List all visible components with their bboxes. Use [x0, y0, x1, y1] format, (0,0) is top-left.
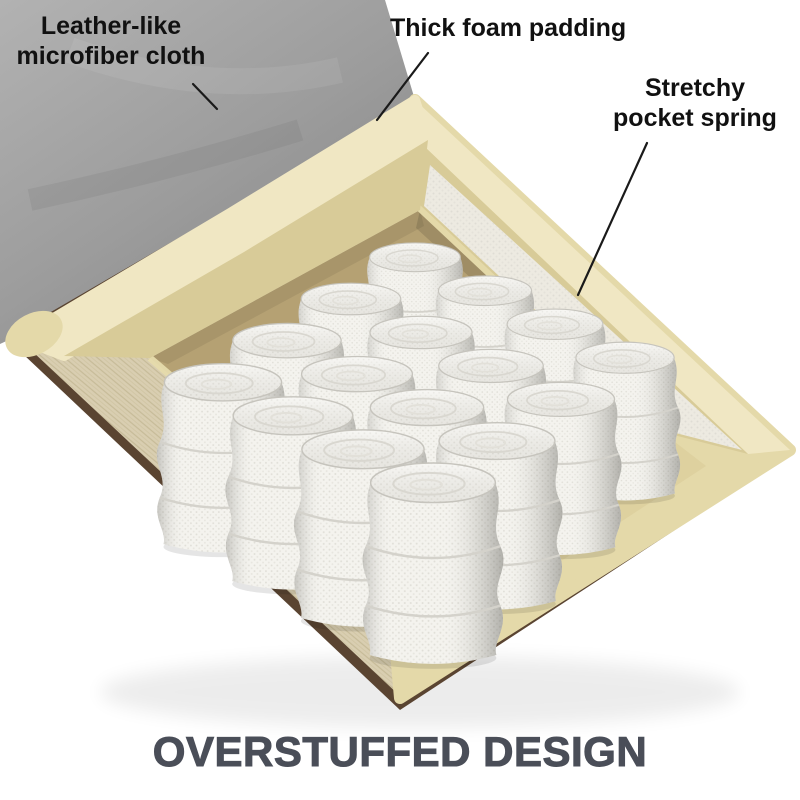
caption-title: OVERSTUFFED DESIGN — [152, 728, 648, 775]
foam-inner-face-left — [64, 140, 428, 358]
callout-line-spring — [576, 141, 649, 297]
callout-foam-label: Thick foam padding — [390, 14, 627, 44]
callout-cloth-label: Leather-like microfiber cloth — [6, 12, 216, 71]
microfiber-cloth-layer — [0, 0, 415, 344]
callout-cloth-line2: microfiber cloth — [16, 41, 206, 70]
pocket-spring — [361, 461, 505, 671]
callout-line-cloth — [191, 82, 219, 111]
callout-foam-line1: Thick foam padding — [390, 14, 627, 42]
callout-spring-label: Stretchy pocket spring — [588, 74, 800, 133]
callout-line-foam — [375, 51, 430, 122]
callout-cloth-line1: Leather-like — [40, 12, 182, 40]
foam-left-corner — [5, 310, 63, 358]
callout-lines — [191, 51, 649, 297]
foam-cut-top-left — [7, 95, 433, 361]
callout-spring-line1: Stretchy — [644, 74, 746, 102]
foam-cut-top-right — [415, 100, 790, 454]
callout-spring-line2: pocket spring — [613, 103, 777, 132]
